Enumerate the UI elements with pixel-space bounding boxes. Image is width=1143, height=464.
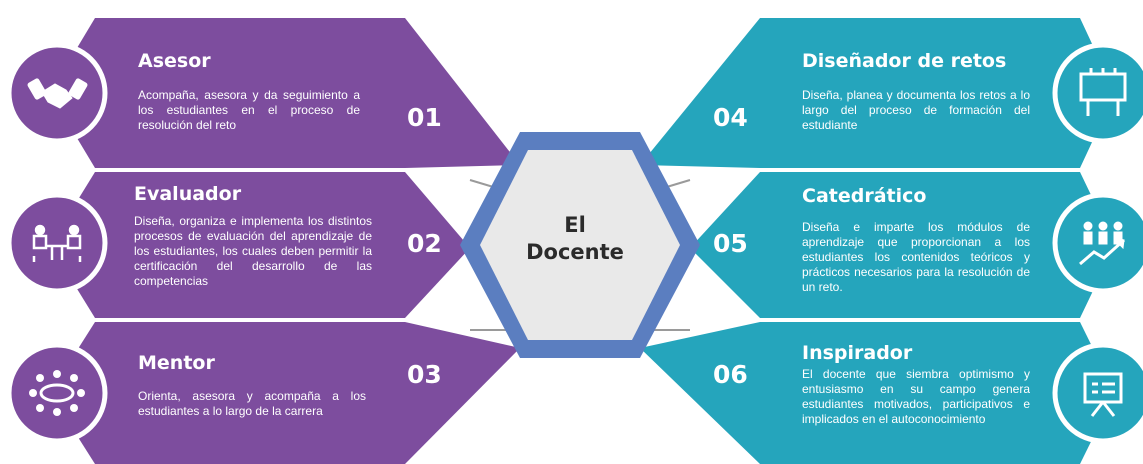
- role-number-03: 03: [407, 360, 442, 389]
- icon-circle-mentor: [6, 342, 108, 444]
- billboard-icon: [1079, 68, 1127, 116]
- people-at-table-icon: [32, 224, 82, 262]
- role-panel-asesor: [50, 18, 520, 168]
- icon-circle-evaluador: [6, 192, 108, 294]
- growth-team-icon: [1079, 221, 1126, 266]
- center-title-line1: El: [564, 213, 586, 237]
- center-title-line2: Docente: [526, 240, 624, 264]
- role-description-mentor: Orienta, asesora y acompaña a los estudi…: [138, 389, 366, 418]
- role-number-06: 06: [713, 360, 748, 389]
- role-title-disenador: Diseñador de retos: [802, 50, 1007, 72]
- role-number-02: 02: [407, 229, 442, 258]
- role-title-catedratico: Catedrático: [802, 185, 927, 207]
- handshake-icon: [27, 78, 88, 109]
- role-description-inspirador: El docente que siembra optimismo y entus…: [802, 367, 1030, 426]
- center-title: El Docente: [505, 212, 645, 266]
- role-description-disenador: Diseña, planea y documenta los retos a l…: [802, 88, 1030, 132]
- role-title-evaluador: Evaluador: [134, 183, 242, 205]
- meeting-table-icon: [29, 370, 85, 416]
- role-description-asesor: Acompaña, asesora y da seguimiento a los…: [138, 88, 360, 132]
- role-panel-mentor: [50, 322, 520, 464]
- role-description-evaluador: Diseña, organiza e implementa los distin…: [134, 214, 372, 288]
- hub-inner-hexagon: [480, 150, 680, 340]
- role-number-01: 01: [407, 103, 442, 132]
- role-panel-inspirador: [640, 322, 1115, 464]
- role-panel-catedratico: [690, 172, 1115, 318]
- presentation-board-icon: [1083, 372, 1123, 417]
- role-panel-disenador: [640, 18, 1115, 168]
- role-panel-evaluador: [50, 172, 470, 318]
- role-title-asesor: Asesor: [138, 50, 211, 72]
- role-title-inspirador: Inspirador: [802, 342, 913, 364]
- role-number-05: 05: [713, 229, 748, 258]
- icon-circle-inspirador: [1052, 342, 1143, 444]
- role-description-catedratico: Diseña e imparte los módulos de aprendiz…: [802, 220, 1030, 294]
- role-title-mentor: Mentor: [138, 352, 215, 374]
- role-number-04: 04: [713, 103, 748, 132]
- icon-circle-disenador: [1052, 42, 1143, 144]
